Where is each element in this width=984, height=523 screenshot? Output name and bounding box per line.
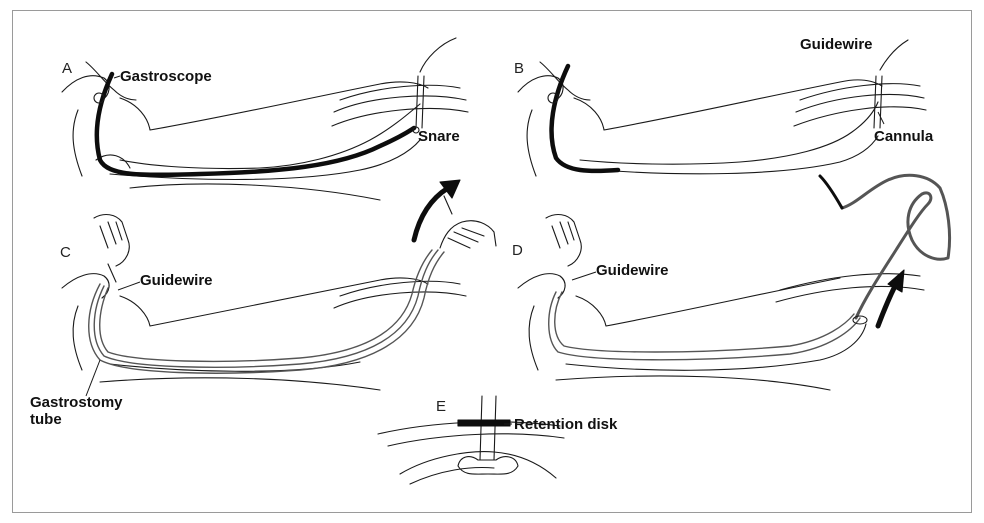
panel-letter-a: A [62,60,72,77]
panel-letter-c: C [60,244,71,261]
panel-d-drawing [518,175,950,390]
panel-b-drawing [518,40,926,176]
panel-letter-e: E [436,398,446,415]
panel-c-drawing [62,196,496,390]
panel-letter-d: D [512,242,523,259]
label-gastroscope: Gastroscope [120,68,212,85]
label-guidewire-d: Guidewire [596,262,669,279]
label-tube: tube [30,411,62,428]
panel-e-drawing [378,396,564,484]
label-guidewire-b: Guidewire [800,36,873,53]
label-guidewire-c: Guidewire [140,272,213,289]
label-snare: Snare [418,128,460,145]
label-cannula: Cannula [874,128,933,145]
panel-a-drawing [62,38,468,200]
label-gastrostomy: Gastrostomy [30,394,123,411]
panel-letter-b: B [514,60,524,77]
label-retention-disk: Retention disk [514,416,617,433]
